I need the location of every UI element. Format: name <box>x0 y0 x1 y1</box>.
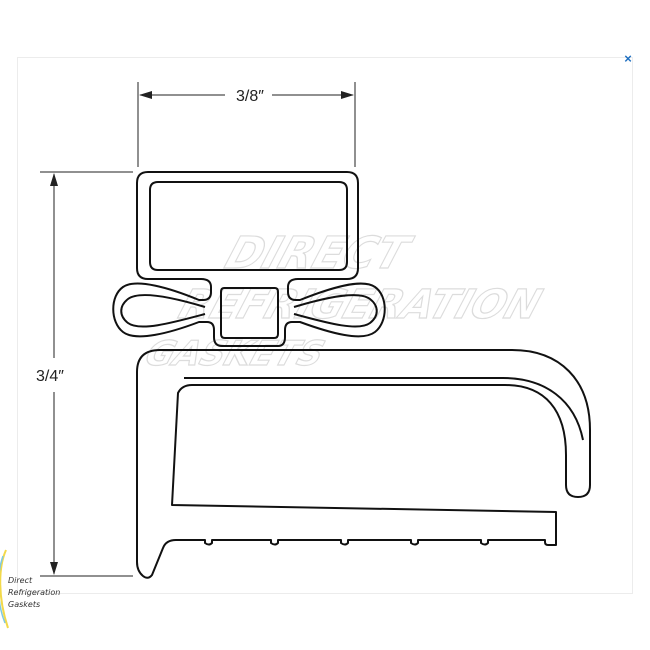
magnet-bulb-outer <box>112 171 386 347</box>
logo-line-2: Refrigeration <box>8 588 61 597</box>
close-icon[interactable]: × <box>624 51 632 66</box>
height-label: 3/4″ <box>36 368 64 385</box>
logo-swoosh-icon <box>0 549 9 629</box>
gasket-profile <box>112 171 591 579</box>
base-outer <box>136 349 591 579</box>
height-dimension <box>40 171 133 577</box>
bellows-inner-left <box>120 294 206 328</box>
base-inner <box>184 377 584 441</box>
logo-line-3: Gaskets <box>8 600 41 609</box>
bellows-inner-right <box>293 294 378 328</box>
drawing-frame <box>17 57 633 594</box>
bellows-center <box>220 287 279 339</box>
width-label: 3/8″ <box>236 88 264 105</box>
logo-line-1: Direct <box>8 576 33 585</box>
magnet-bulb-inner <box>149 181 348 271</box>
brand-logo: Direct Refrigeration Gaskets <box>0 548 60 643</box>
watermark-line-3: GASKETS <box>141 335 330 374</box>
width-dimension <box>137 82 356 167</box>
